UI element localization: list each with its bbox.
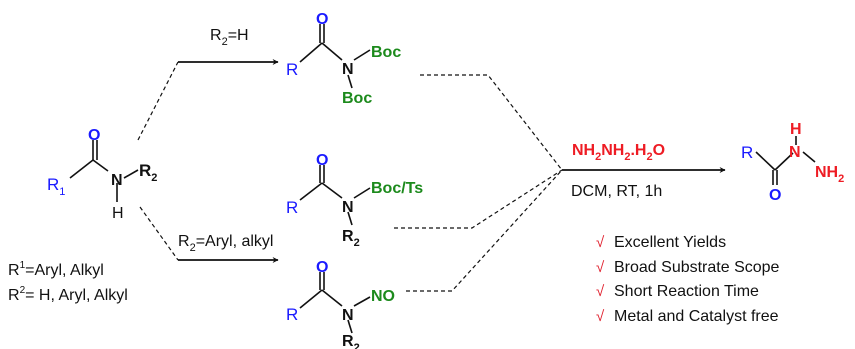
hydrazide-oxygen: O bbox=[769, 187, 781, 204]
check-mark-4: √ bbox=[596, 308, 605, 325]
hydrazide-r-group: R bbox=[741, 143, 753, 162]
check-mark-1: √ bbox=[596, 234, 605, 251]
dashed-path-top bbox=[137, 61, 179, 141]
dashed-path-bottom bbox=[139, 206, 179, 261]
hydrazide-nitrogen: N bbox=[789, 144, 801, 161]
starting-amide-bonds bbox=[69, 140, 139, 202]
ts-amide-r2-group: R2 bbox=[342, 228, 360, 249]
advantage-2: Broad Substrate Scope bbox=[614, 259, 780, 276]
nitroso-amide-nitrogen: N bbox=[342, 307, 354, 324]
left-paths bbox=[137, 59, 279, 263]
ts-amide-nitrogen: N bbox=[342, 199, 354, 216]
hydrazide-nh2: NH2 bbox=[815, 164, 844, 185]
ts-amide-r-group: R bbox=[286, 198, 298, 217]
ts-amide-oxygen: O bbox=[316, 152, 328, 169]
nitroso-amide-oxygen: O bbox=[316, 259, 328, 276]
start-r2-group: R2 bbox=[139, 161, 157, 184]
check-mark-2: √ bbox=[596, 259, 605, 276]
r2-definition: R2= H, Aryl, Alkyl bbox=[8, 285, 128, 304]
boc-amide-r-group: R bbox=[286, 60, 298, 79]
nitroso-amide-r-group: R bbox=[286, 305, 298, 324]
dashed-from-nitroso bbox=[406, 169, 563, 292]
advantages-list: √ Excellent Yields √ Broad Substrate Sco… bbox=[596, 234, 780, 325]
boc-amide-nitrogen: N bbox=[342, 61, 354, 78]
acyl-hydrazide: R O N H NH2 bbox=[741, 121, 844, 204]
advantage-1: Excellent Yields bbox=[614, 234, 726, 251]
advantage-3: Short Reaction Time bbox=[614, 283, 759, 300]
ts-amide: O R N Boc/Ts R2 bbox=[286, 152, 423, 249]
hydrazine-hydrate-reagent: NH2NH2.H2O bbox=[572, 142, 665, 163]
advantage-4: Metal and Catalyst free bbox=[614, 308, 779, 325]
reaction-conditions: DCM, RT, 1h bbox=[571, 183, 662, 200]
start-r1-group: R1 bbox=[47, 175, 65, 198]
dashed-from-ts bbox=[394, 169, 563, 229]
boc-amide-oxygen: O bbox=[316, 11, 328, 28]
nitroso-group: NO bbox=[371, 288, 395, 305]
start-oxygen: O bbox=[88, 127, 100, 144]
check-mark-3: √ bbox=[596, 283, 605, 300]
converging-paths bbox=[394, 74, 563, 292]
r1-definition: R1=Aryl, Alkyl bbox=[8, 260, 104, 279]
condition-top: R2=H bbox=[210, 27, 249, 48]
boc-group-1: Boc bbox=[371, 44, 401, 61]
boc-amide: O R N Boc Boc bbox=[286, 11, 401, 107]
nitroso-amide: O R N NO R2 bbox=[286, 259, 395, 349]
boc-group-2: Boc bbox=[342, 90, 372, 107]
condition-bottom: R2=Aryl, alkyl bbox=[178, 233, 273, 254]
start-nitrogen: N bbox=[111, 172, 123, 189]
nitroso-amide-r2-group: R2 bbox=[342, 333, 360, 349]
dashed-from-boc bbox=[420, 74, 563, 171]
boc-ts-group: Boc/Ts bbox=[371, 180, 423, 197]
hydrazide-hydrogen: H bbox=[790, 121, 802, 138]
starting-amide: O N H R1 R2 bbox=[47, 127, 157, 222]
start-hydrogen: H bbox=[112, 205, 124, 222]
